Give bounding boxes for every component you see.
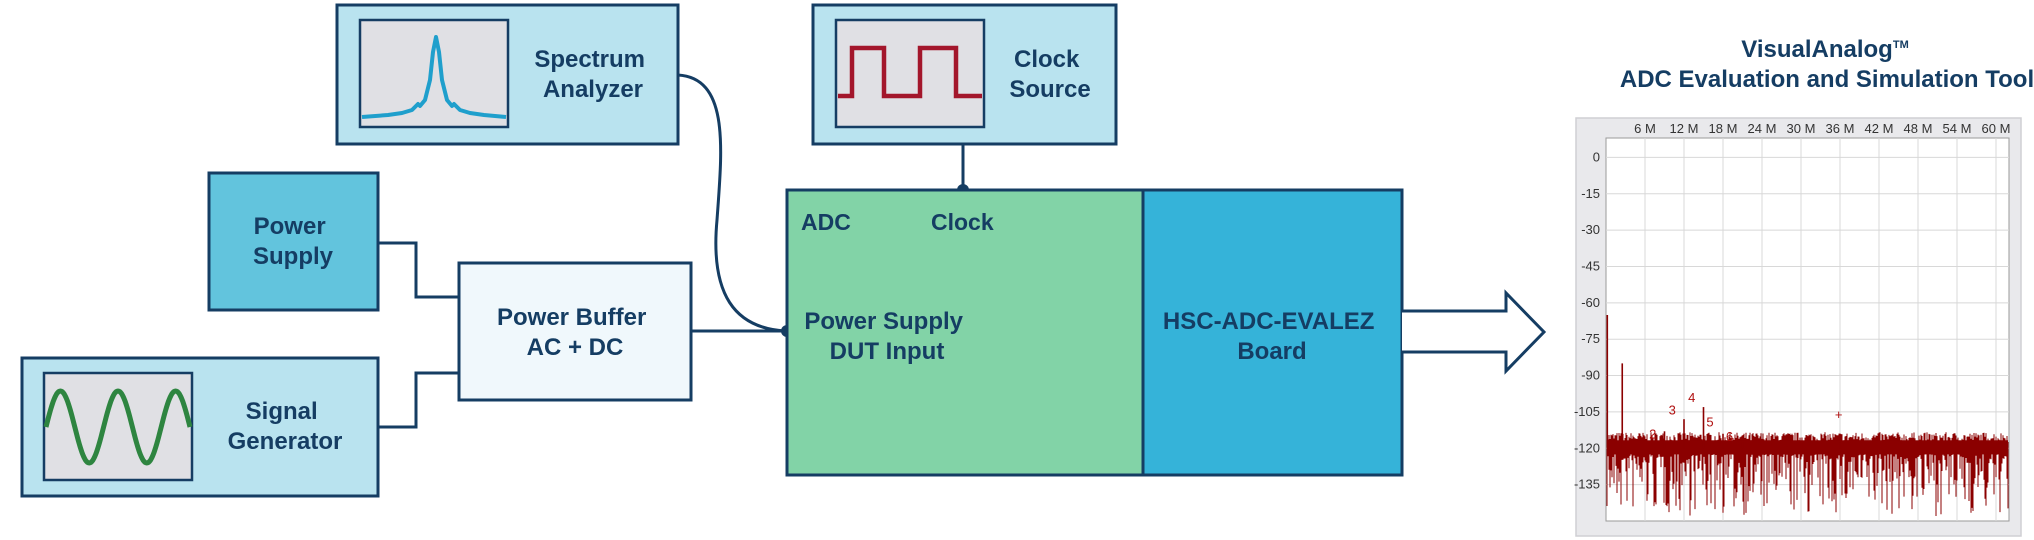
x-tick-label: 30 M bbox=[1787, 121, 1816, 136]
signal-generator-to-buffer-wire bbox=[378, 371, 459, 429]
y-tick-label: -120 bbox=[1574, 440, 1600, 455]
y-tick-label: -45 bbox=[1581, 258, 1600, 273]
adc-label: ADC bbox=[801, 209, 851, 235]
svg-text:Spectrum Analyzer: Spectrum Analyzer bbox=[534, 46, 651, 103]
y-tick-labels: 0 -15 -30 -45 -60 -75 -90 -105 -120 -135 bbox=[1574, 149, 1600, 491]
spectrum-analyzer-label-line1: Spectrum bbox=[534, 46, 645, 73]
power-buffer-label-line1: Power Buffer bbox=[497, 304, 646, 331]
spectrum-analyzer-block: Spectrum Analyzer bbox=[335, 3, 680, 146]
x-tick-labels: 6 M 12 M 18 M 24 M 30 M 36 M 42 M 48 M 54 M 60 M bbox=[1634, 121, 2010, 136]
harmonic-annotation: 3 bbox=[1669, 402, 1676, 417]
clock-source-block: Clock Source bbox=[811, 3, 1118, 146]
power-buffer-label-line2: AC + DC bbox=[527, 334, 624, 361]
square-wave-icon bbox=[838, 45, 982, 99]
y-tick-label: -60 bbox=[1581, 295, 1600, 310]
svg-text:HSC-ADC-EVALEZ Board: HSC-ADC-EVALEZ Board bbox=[1163, 308, 1381, 365]
y-tick-label: -90 bbox=[1581, 368, 1600, 383]
adc-clock-pin-label: Clock bbox=[931, 209, 994, 235]
signal-generator-screen bbox=[42, 371, 194, 482]
trademark-mark: TM bbox=[1893, 39, 1909, 51]
x-tick-label: 36 M bbox=[1826, 121, 1855, 136]
connectors bbox=[378, 73, 965, 429]
signal-generator-block: Signal Generator bbox=[20, 356, 380, 498]
tool-title-line1: VisualAnalogTM bbox=[1741, 36, 1908, 63]
adc-block: ADC Clock Power Supply DUT Input bbox=[785, 188, 1145, 477]
power-supply-label-line2: Supply bbox=[253, 243, 334, 270]
harmonic-annotation: + bbox=[1835, 407, 1843, 422]
x-tick-label: 54 M bbox=[1943, 121, 1972, 136]
eval-board-label-line1: HSC-ADC-EVALEZ bbox=[1163, 308, 1375, 335]
noise-floor-band bbox=[1607, 440, 2008, 455]
x-tick-label: 24 M bbox=[1748, 121, 1777, 136]
power-supply-to-buffer-wire bbox=[378, 241, 459, 299]
x-tick-label: 12 M bbox=[1670, 121, 1699, 136]
sine-wave-icon bbox=[43, 388, 193, 466]
y-tick-label: -15 bbox=[1581, 186, 1600, 201]
svg-text:Power Supply: Power Supply bbox=[253, 213, 334, 270]
x-tick-label: 42 M bbox=[1865, 121, 1894, 136]
eval-board-block: HSC-ADC-EVALEZ Board bbox=[1141, 188, 1404, 477]
x-tick-label: 48 M bbox=[1904, 121, 1933, 136]
visualanalog-tool: VisualAnalogTM ADC Evaluation and Simula… bbox=[1574, 36, 2034, 537]
power-supply-block: Power Supply bbox=[207, 171, 380, 312]
dut-input-label-line2: DUT Input bbox=[830, 338, 945, 365]
harmonic-annotation: 2 bbox=[1649, 427, 1656, 442]
right-arrow-icon bbox=[1402, 289, 1547, 375]
x-tick-label: 18 M bbox=[1709, 121, 1738, 136]
clock-source-screen bbox=[834, 18, 986, 129]
signal-generator-label-line1: Signal bbox=[246, 398, 318, 425]
svg-text:Power Supply DUT Input: Power Supply DUT Input bbox=[804, 308, 969, 365]
y-tick-label: -105 bbox=[1574, 404, 1600, 419]
dut-input-label-line1: Power Supply bbox=[804, 308, 963, 335]
eval-board-label-line2: Board bbox=[1237, 338, 1306, 365]
clock-source-label-line2: Source bbox=[1009, 76, 1090, 103]
tool-title-line2: ADC Evaluation and Simulation Tool bbox=[1620, 66, 2034, 93]
spectrum-analyzer-label-line2: Analyzer bbox=[543, 76, 643, 103]
spectrum-peak-icon bbox=[361, 35, 507, 119]
y-tick-label: 0 bbox=[1593, 149, 1600, 164]
svg-text:Power Buffer AC + DC: Power Buffer AC + DC bbox=[497, 304, 653, 361]
clock-source-label-line1: Clock bbox=[1014, 46, 1080, 73]
svg-text:Clock Source: Clock Source bbox=[1009, 46, 1090, 103]
y-tick-label: -75 bbox=[1581, 331, 1600, 346]
y-tick-label: -30 bbox=[1581, 222, 1600, 237]
harmonic-annotation: 4 bbox=[1688, 390, 1695, 405]
spectrum-analyzer-to-dut-wire bbox=[677, 73, 786, 333]
svg-text:Signal Generator: Signal Generator bbox=[228, 398, 343, 455]
power-supply-label-line1: Power bbox=[254, 213, 326, 240]
power-buffer-block: Power Buffer AC + DC bbox=[457, 261, 693, 402]
harmonic-spikes bbox=[1606, 314, 2008, 455]
x-tick-label: 60 M bbox=[1982, 121, 2011, 136]
harmonic-annotation: 6 bbox=[1726, 429, 1733, 444]
y-tick-label: -135 bbox=[1574, 477, 1600, 492]
spectrum-analyzer-screen bbox=[358, 18, 510, 129]
signal-generator-label-line2: Generator bbox=[228, 428, 343, 455]
x-tick-label: 6 M bbox=[1634, 121, 1656, 136]
harmonic-annotation: 5 bbox=[1706, 414, 1713, 429]
